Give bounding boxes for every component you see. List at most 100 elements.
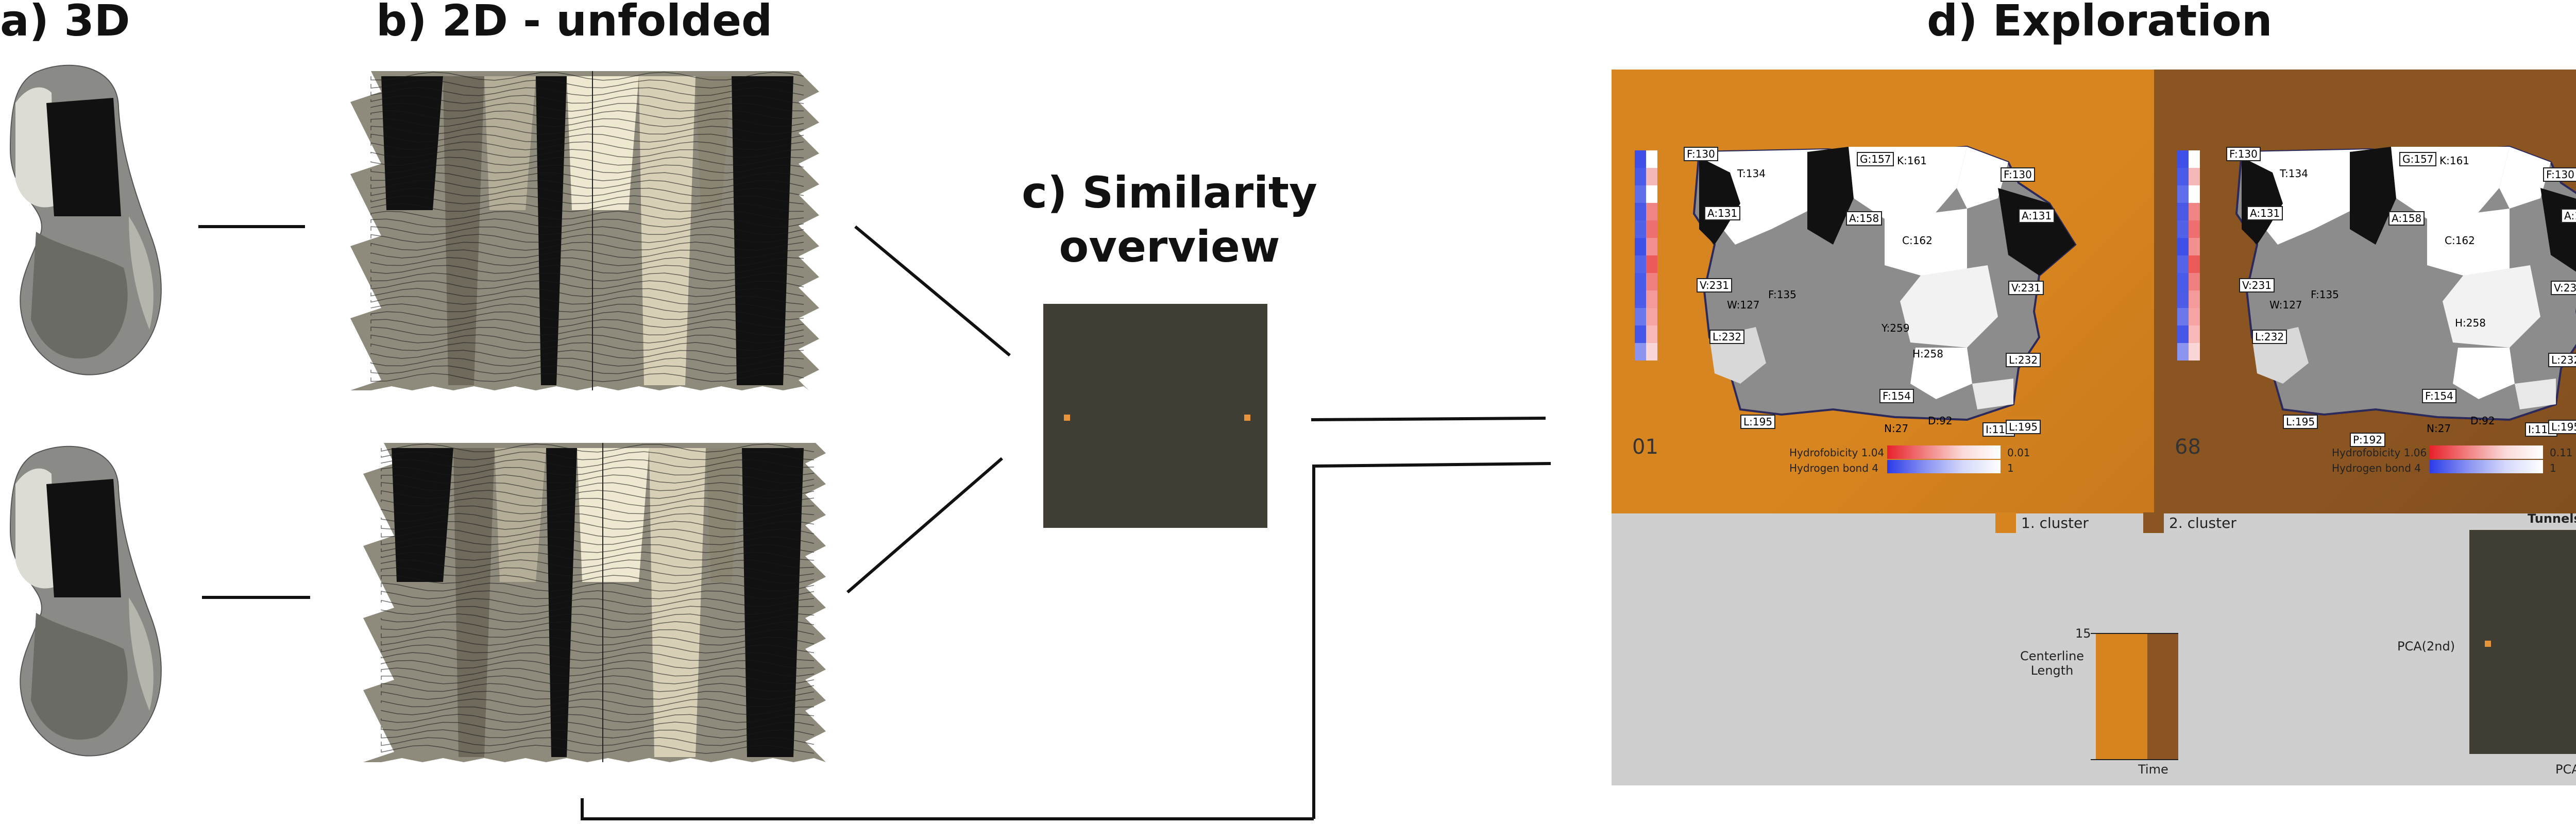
residue-label[interactable]: L:232: [1709, 330, 1745, 344]
residue-label[interactable]: H:258: [1912, 348, 1943, 360]
residue-label[interactable]: C:162: [2445, 234, 2475, 247]
residue-label[interactable]: V:231: [2008, 281, 2044, 295]
residue-label[interactable]: W:127: [1727, 299, 1760, 311]
residue-label[interactable]: F:130: [2001, 167, 2035, 182]
residue-label[interactable]: F:154: [1879, 389, 1914, 403]
residue-label[interactable]: C:162: [1902, 234, 1933, 247]
hydrophobicity-cell: [1635, 238, 1646, 255]
unfolded-map-contour: [381, 660, 815, 669]
residue-label[interactable]: L:195: [2283, 415, 2318, 429]
residue-label[interactable]: A:158: [1846, 211, 1883, 226]
hbond-legend-min: 4: [1872, 462, 1879, 474]
frame-panel-01[interactable]: 01 Hydrofobicity 1.04 0.01 Hydrogen bond…: [1612, 70, 2154, 513]
residue-label[interactable]: F:130: [2543, 167, 2576, 182]
section-title-exploration: d) Exploration: [1927, 0, 2273, 46]
cluster-point-left[interactable]: [2485, 641, 2491, 647]
hbond-legend-label-01: Hydrogen bond 4: [1789, 462, 1878, 474]
residue-label[interactable]: L:195: [2548, 420, 2576, 434]
residue-label[interactable]: L:232: [2252, 330, 2287, 344]
frame-panel-68[interactable]: 68 Hydrofobicity 1.06 0.11 Hydrogen bond…: [2154, 70, 2576, 513]
unfolded-map-contour: [381, 722, 815, 731]
hydrophobicity-cell: [1635, 273, 1646, 290]
residue-label[interactable]: V:231: [1697, 278, 1732, 293]
residue-label[interactable]: L:195: [1740, 415, 1776, 429]
unfolded-map-top-svg: [350, 71, 819, 390]
residue-label[interactable]: L:232: [2006, 353, 2041, 367]
residue-label[interactable]: F:135: [2311, 288, 2339, 301]
hydro-legend-text: Hydrofobicity: [1789, 447, 1858, 459]
residue-label[interactable]: G:157: [1857, 152, 1894, 166]
unfolded-map-contour: [370, 357, 804, 367]
unfolded-map-region: [443, 76, 484, 385]
bar-2[interactable]: [2147, 633, 2178, 760]
residue-label[interactable]: K:161: [2439, 154, 2470, 167]
hydro-legend-text: Hydrofobicity: [2332, 447, 2401, 459]
residue-label[interactable]: T:134: [1737, 167, 1766, 180]
residue-label[interactable]: F:130: [1684, 147, 1718, 161]
residue-label[interactable]: A:131: [2019, 209, 2055, 223]
hydro-legend-max-68: 0.11: [2550, 447, 2573, 459]
unfolded-map-contour: [381, 629, 815, 638]
unfolded-map-contour: [370, 203, 804, 212]
similarity-point-left[interactable]: [1064, 415, 1070, 421]
residue-label[interactable]: A:158: [2388, 211, 2425, 226]
unfolded-map-contour: [370, 296, 804, 305]
cluster2-swatch[interactable]: [2143, 512, 2164, 533]
unfolded-map-contour: [370, 79, 804, 89]
residue-label[interactable]: T:134: [2280, 167, 2308, 180]
residue-label[interactable]: V:231: [2551, 281, 2576, 295]
cluster1-swatch[interactable]: [1995, 512, 2016, 533]
hbond-legend-label-68: Hydrogen bond 4: [2332, 462, 2421, 474]
tunnels-clustering-plot[interactable]: [2469, 530, 2576, 754]
similarity-title-line1: c) Similarity: [1022, 167, 1317, 218]
hbond-column: [2189, 150, 2200, 360]
residue-label[interactable]: D:92: [1928, 415, 1953, 427]
hbond-cell: [2189, 203, 2200, 220]
residue-label[interactable]: P:192: [2350, 433, 2385, 447]
residue-label[interactable]: D:92: [2470, 415, 2495, 427]
residue-label[interactable]: A:131: [2247, 206, 2283, 220]
cluster1-label[interactable]: 1. cluster: [2021, 514, 2089, 531]
residue-label[interactable]: N:27: [1884, 422, 1909, 435]
hbond-legend-max-01: 1: [2007, 462, 2014, 474]
unfolded-map-contour: [370, 327, 804, 336]
hbond-cell: [1646, 238, 1657, 255]
residue-label[interactable]: L:232: [2548, 353, 2576, 367]
bar-1[interactable]: [2096, 633, 2147, 760]
residue-label[interactable]: F:154: [2422, 389, 2456, 403]
unfolded-map-contour: [370, 72, 804, 81]
similarity-point-right[interactable]: [1244, 415, 1250, 421]
residue-label[interactable]: F:130: [2226, 147, 2261, 161]
residue-label[interactable]: K:161: [1897, 154, 1927, 167]
tunnel-map-68[interactable]: [2221, 142, 2576, 430]
hbond-cell: [2189, 343, 2200, 360]
residue-label[interactable]: L:195: [2006, 420, 2041, 434]
residue-label[interactable]: H:258: [2455, 317, 2486, 329]
residue-label[interactable]: G:157: [2399, 152, 2437, 166]
similarity-overview-matrix[interactable]: [1043, 304, 1267, 528]
hbond-cell: [2189, 220, 2200, 238]
unfolded-map-contour: [381, 737, 815, 746]
bar-chart-ylabel: Centerline Length: [2019, 649, 2086, 678]
unfolded-map-contour: [381, 691, 815, 700]
residue-label[interactable]: W:127: [2269, 299, 2302, 311]
residue-label[interactable]: F:135: [1768, 288, 1797, 301]
residue-label[interactable]: N:27: [2427, 422, 2451, 435]
unfolded-map-contour: [381, 567, 815, 576]
tunnel-map-01[interactable]: [1679, 142, 2111, 430]
bar-chart-xlabel: Time: [2138, 762, 2168, 777]
cluster2-label[interactable]: 2. cluster: [2169, 514, 2236, 531]
residue-label[interactable]: A:131: [2561, 209, 2576, 223]
unfolded-map-contour: [381, 443, 815, 453]
residue-label[interactable]: Y:259: [1882, 322, 1910, 334]
unfolded-map-contour: [381, 490, 815, 499]
hbond-cell: [2189, 273, 2200, 290]
unfolded-map-contour: [370, 95, 804, 104]
residue-label[interactable]: A:131: [1704, 206, 1741, 220]
unfolded-map-contour: [381, 459, 815, 468]
unfolded-map-region: [392, 448, 453, 582]
unfolded-map-contour: [381, 528, 815, 538]
residue-label[interactable]: V:231: [2239, 278, 2275, 293]
hydrophobicity-cell: [2177, 255, 2189, 273]
unfolded-map-contour: [381, 497, 815, 507]
